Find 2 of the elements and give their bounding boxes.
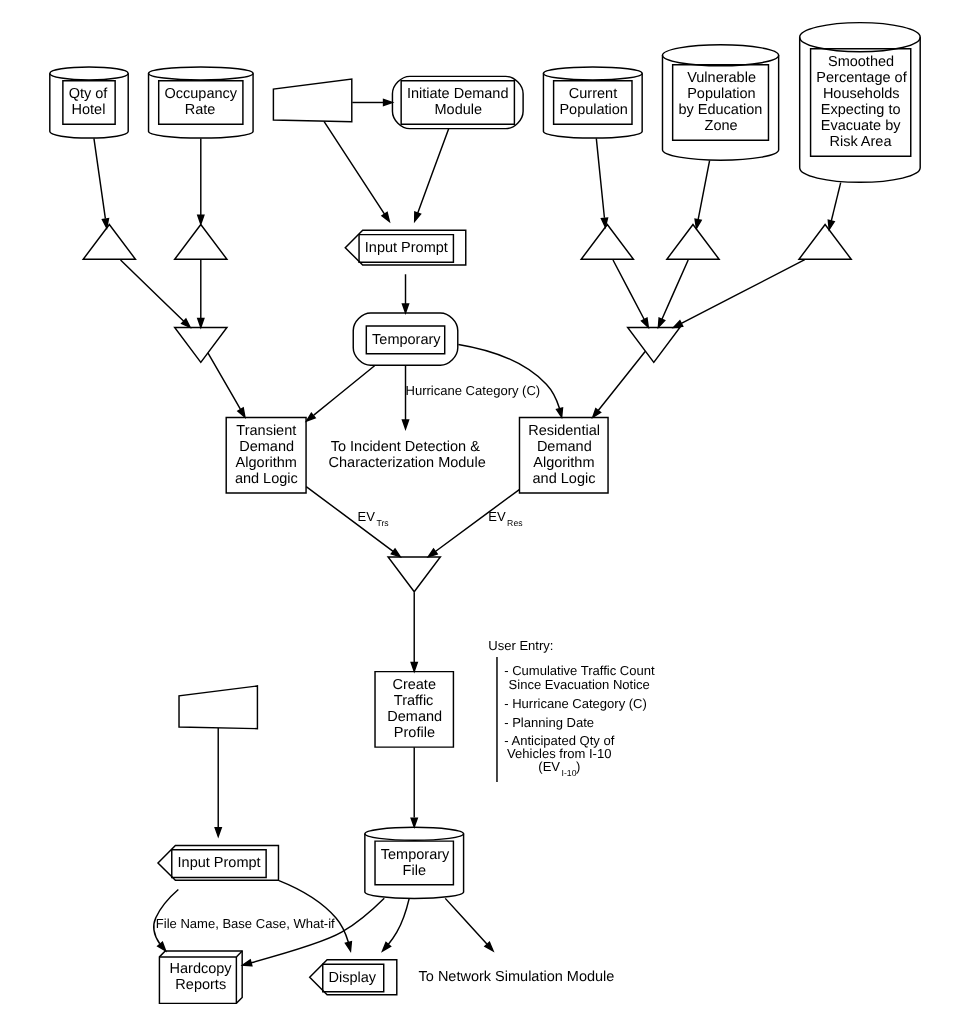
node-text: To Network Simulation Module xyxy=(418,966,615,985)
node-text: To Incident Detection & Characterization Module xyxy=(328,436,486,471)
